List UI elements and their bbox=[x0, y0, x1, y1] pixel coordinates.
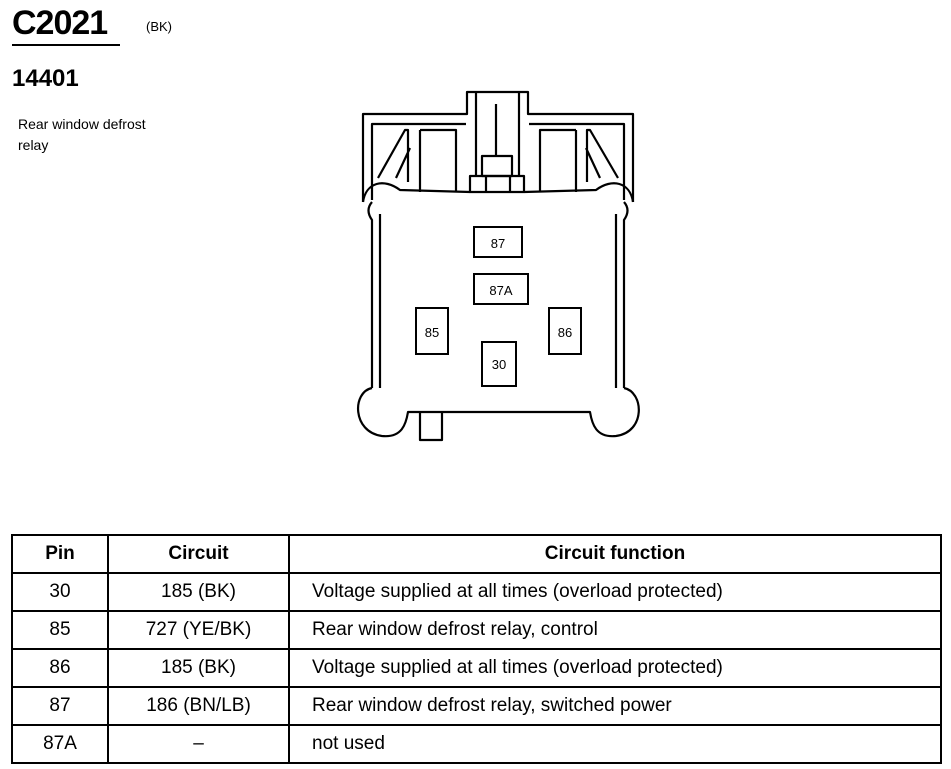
pin-cell: 87A bbox=[11, 724, 109, 764]
table-header-row: Pin Circuit Circuit function bbox=[11, 534, 942, 574]
pin-cell: 87 bbox=[11, 686, 109, 726]
circuit-cell: 185 (BK) bbox=[107, 572, 290, 612]
terminal-85: 85 bbox=[415, 307, 449, 355]
terminal-label-87: 87 bbox=[491, 236, 505, 251]
lower-left-lobe bbox=[357, 386, 640, 438]
circuit-cell: 727 (YE/BK) bbox=[107, 610, 290, 650]
pin-cell: 30 bbox=[11, 572, 109, 612]
pin-cell: 85 bbox=[11, 610, 109, 650]
function-cell: not used bbox=[288, 724, 942, 764]
circuit-cell: 185 (BK) bbox=[107, 648, 290, 688]
terminal-label-85: 85 bbox=[425, 325, 439, 340]
connector-id-underline bbox=[12, 44, 120, 46]
part-number: 14401 bbox=[12, 65, 79, 92]
circuit-cell: – bbox=[107, 724, 290, 764]
header-circuit: Circuit bbox=[107, 534, 290, 574]
table-row: 86 185 (BK) Voltage supplied at all time… bbox=[11, 648, 942, 688]
description-line-2: relay bbox=[18, 137, 49, 153]
terminal-label-30: 30 bbox=[492, 357, 506, 372]
connector-color: (BK) bbox=[146, 19, 172, 34]
terminal-87: 87 bbox=[473, 226, 523, 258]
function-cell: Rear window defrost relay, switched powe… bbox=[288, 686, 942, 726]
connector-id: C2021 bbox=[12, 4, 108, 42]
function-cell: Voltage supplied at all times (overload … bbox=[288, 648, 942, 688]
upper-shoulder bbox=[361, 182, 635, 203]
bottom-post bbox=[418, 412, 444, 442]
table-row: 87 186 (BN/LB) Rear window defrost relay… bbox=[11, 686, 942, 726]
connector-description: Rear window defrost relay bbox=[18, 114, 208, 156]
terminal-86: 86 bbox=[548, 307, 582, 355]
terminal-label-87a: 87A bbox=[489, 283, 512, 298]
terminal-label-86: 86 bbox=[558, 325, 572, 340]
key-block bbox=[480, 154, 514, 178]
table-row: 87A – not used bbox=[11, 724, 942, 764]
function-cell: Rear window defrost relay, control bbox=[288, 610, 942, 650]
terminal-30: 30 bbox=[481, 341, 517, 387]
description-line-1: Rear window defrost bbox=[18, 116, 146, 132]
relay-connector-diagram: 87 87A 85 86 30 bbox=[357, 90, 640, 442]
circuit-cell: 186 (BN/LB) bbox=[107, 686, 290, 726]
table-row: 85 727 (YE/BK) Rear window defrost relay… bbox=[11, 610, 942, 650]
connector-body-outline bbox=[361, 90, 635, 202]
header-pin: Pin bbox=[11, 534, 109, 574]
connector-inner-frame bbox=[370, 122, 626, 200]
pin-cell: 86 bbox=[11, 648, 109, 688]
terminal-87a: 87A bbox=[473, 273, 529, 305]
function-cell: Voltage supplied at all times (overload … bbox=[288, 572, 942, 612]
pin-table: Pin Circuit Circuit function 30 185 (BK)… bbox=[11, 534, 942, 764]
table-row: 30 185 (BK) Voltage supplied at all time… bbox=[11, 572, 942, 612]
header-circuit-function: Circuit function bbox=[288, 534, 942, 574]
